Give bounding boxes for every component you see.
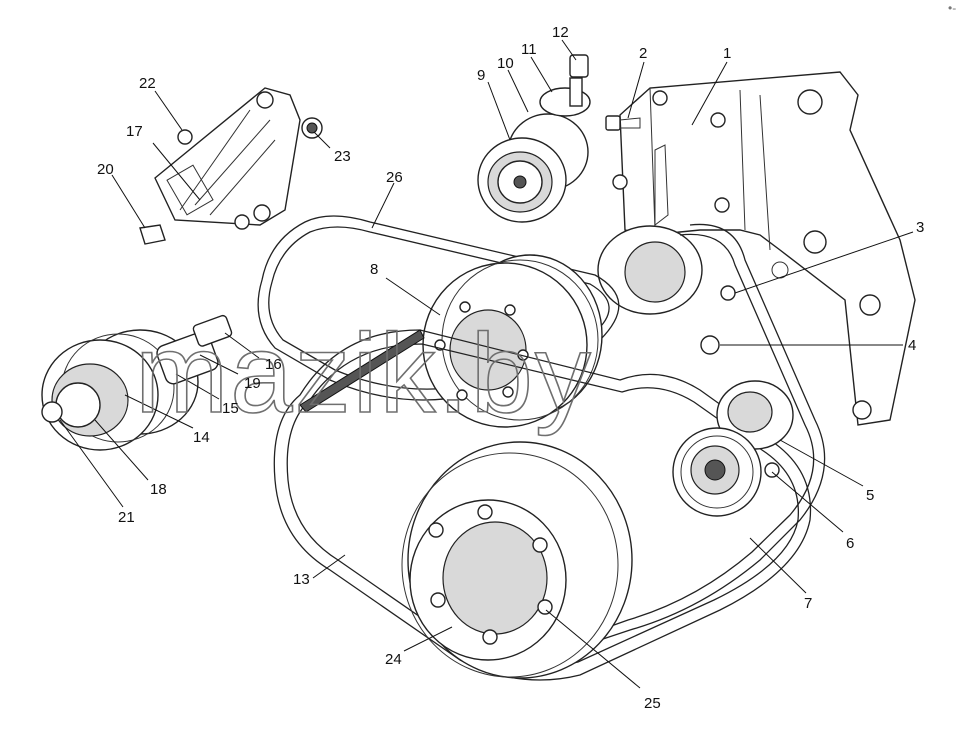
callout-5: 5 bbox=[866, 487, 874, 504]
tensioner-bracket bbox=[139, 87, 323, 245]
callout-12: 12 bbox=[552, 24, 569, 41]
upper-pulley bbox=[422, 254, 603, 428]
callout-24: 24 bbox=[385, 651, 402, 668]
callout-13: 13 bbox=[293, 571, 310, 588]
left-pulley-assembly bbox=[41, 314, 233, 451]
callout-18: 18 bbox=[150, 481, 167, 498]
callout-4: 4 bbox=[908, 337, 916, 354]
tension-pulley-assembly bbox=[477, 54, 591, 223]
callout-11: 11 bbox=[521, 41, 537, 58]
leader-lines bbox=[59, 39, 914, 689]
belt-26 bbox=[257, 215, 620, 401]
crankshaft-pulley bbox=[401, 441, 633, 679]
watermark: mazik.by bbox=[135, 311, 593, 436]
callout-21: 21 bbox=[118, 509, 135, 526]
callout-19: 19 bbox=[244, 375, 261, 392]
idler-roller-assembly bbox=[672, 380, 794, 517]
callout-15: 15 bbox=[222, 400, 239, 417]
callout-1: 1 bbox=[723, 45, 731, 62]
callout-20: 20 bbox=[97, 161, 114, 178]
belt-7 bbox=[599, 223, 826, 641]
bolt-2 bbox=[605, 115, 641, 131]
callout-17: 17 bbox=[126, 123, 143, 140]
callout-7: 7 bbox=[804, 595, 812, 612]
callout-14: 14 bbox=[193, 429, 210, 446]
callout-labels: 1 2 3 4 5 6 7 8 9 10 11 12 13 14 15 16 1… bbox=[97, 24, 924, 712]
belt-13 bbox=[273, 329, 812, 681]
mounting-bracket bbox=[612, 71, 916, 426]
callout-2: 2 bbox=[639, 45, 647, 62]
callout-22: 22 bbox=[139, 75, 156, 92]
callout-8: 8 bbox=[370, 261, 378, 278]
corner-mark: •- bbox=[948, 1, 956, 15]
callout-9: 9 bbox=[477, 67, 485, 84]
bracket-collar bbox=[597, 225, 736, 355]
callout-3: 3 bbox=[916, 219, 924, 236]
callout-26: 26 bbox=[386, 169, 403, 186]
callout-10: 10 bbox=[497, 55, 514, 72]
callout-6: 6 bbox=[846, 535, 854, 552]
callout-23: 23 bbox=[334, 148, 351, 165]
callout-16: 16 bbox=[265, 356, 282, 373]
callout-25: 25 bbox=[644, 695, 661, 712]
